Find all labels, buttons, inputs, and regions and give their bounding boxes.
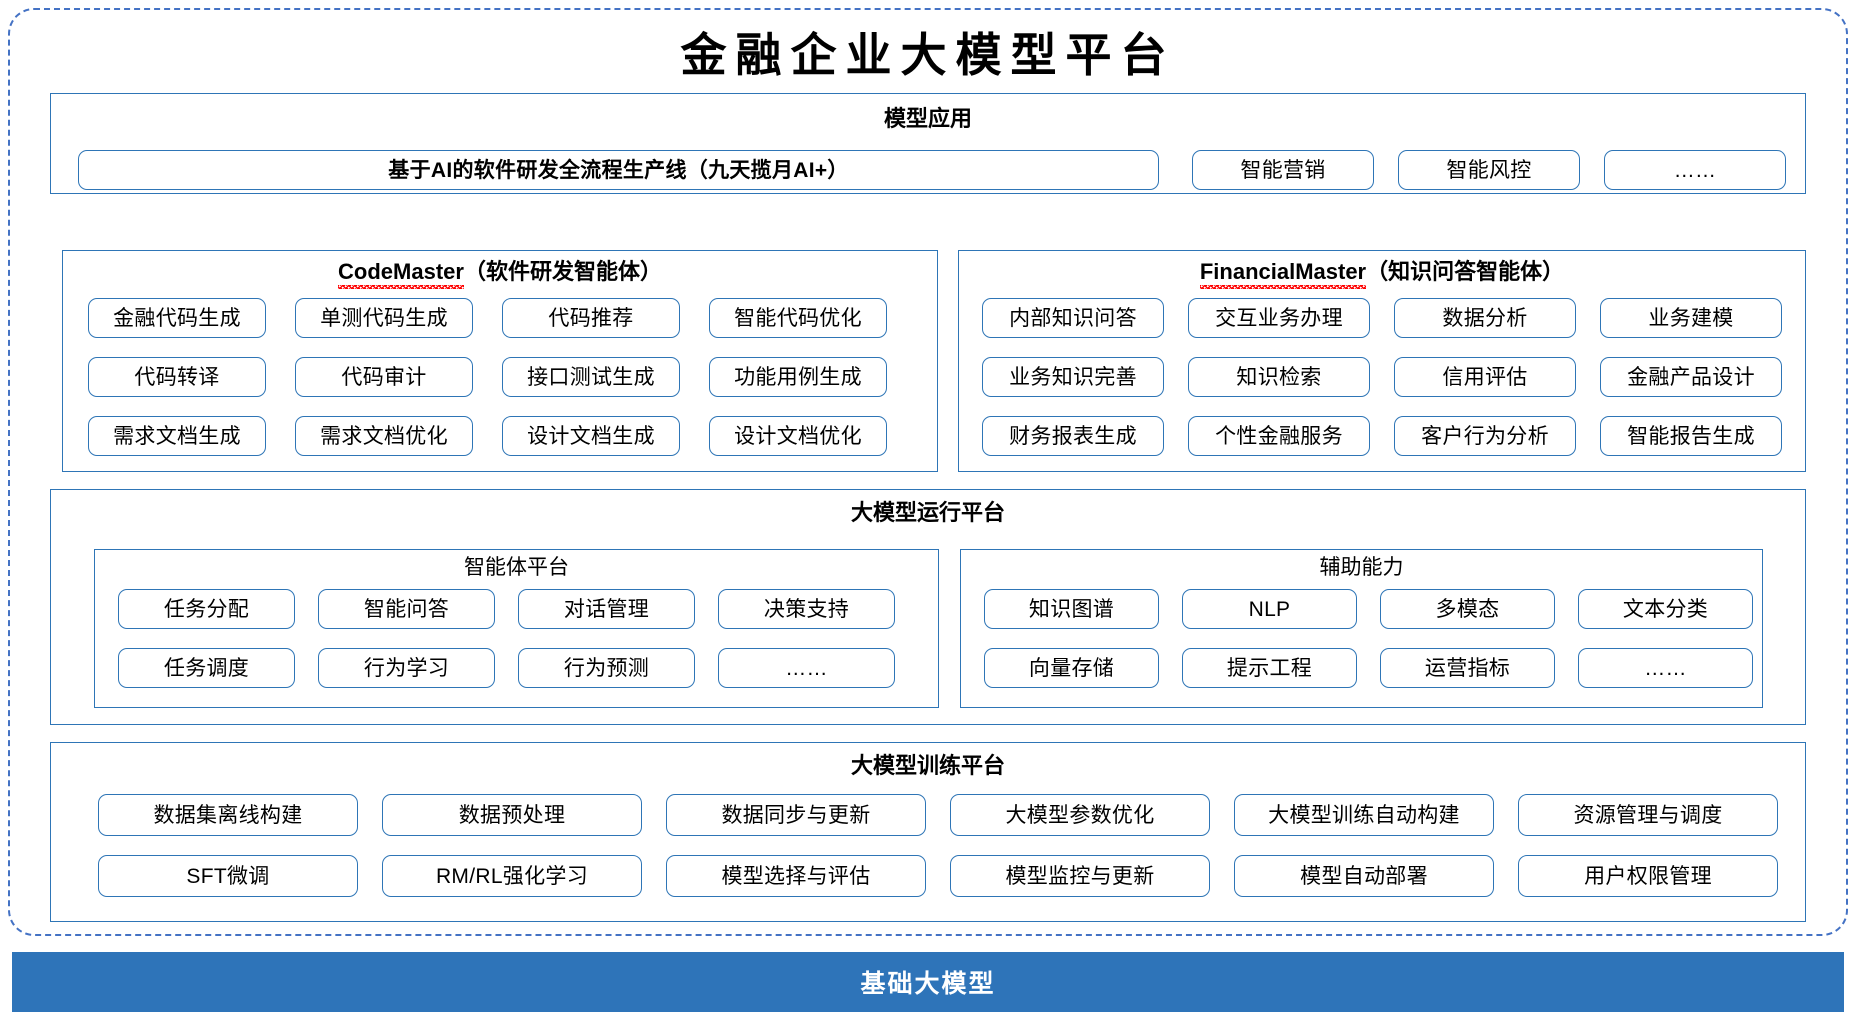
chip-cm-10[interactable]: 设计文档生成: [502, 416, 680, 456]
chip-tp-10[interactable]: 模型自动部署: [1234, 855, 1494, 897]
chip-ap-2[interactable]: 对话管理: [518, 589, 695, 629]
chip-fm-7[interactable]: 金融产品设计: [1600, 357, 1782, 397]
chip-tp-4[interactable]: 大模型训练自动构建: [1234, 794, 1494, 836]
chip-aux-5[interactable]: 提示工程: [1182, 648, 1357, 688]
chip-aux-3[interactable]: 文本分类: [1578, 589, 1753, 629]
panel-training-platform-title: 大模型训练平台: [850, 753, 1005, 778]
code-master-name: CodeMaster: [338, 257, 464, 289]
financial-master-name: FinancialMaster: [1199, 257, 1367, 289]
panel-agent-platform-title: 智能体平台: [464, 556, 569, 579]
outer-dashed-frame: [8, 8, 1848, 936]
chip-tp-0[interactable]: 数据集离线构建: [98, 794, 358, 836]
code-master-subtitle: （软件研发智能体）: [463, 259, 662, 284]
chip-ap-6[interactable]: 行为预测: [518, 648, 695, 688]
chip-ap-3[interactable]: 决策支持: [718, 589, 895, 629]
chip-ap-7[interactable]: ……: [718, 648, 895, 688]
panel-financial-master-title: FinancialMaster（知识问答智能体）: [959, 257, 1805, 289]
chip-cm-7[interactable]: 功能用例生成: [709, 357, 887, 397]
panel-model-application-title: 模型应用: [883, 106, 972, 131]
chip-model-application-more[interactable]: ……: [1604, 150, 1786, 190]
panel-runtime-platform-title: 大模型运行平台: [850, 500, 1005, 525]
chip-tp-6[interactable]: SFT微调: [98, 855, 358, 897]
chip-aux-1[interactable]: NLP: [1182, 589, 1357, 629]
chip-ap-1[interactable]: 智能问答: [318, 589, 495, 629]
chip-fm-11[interactable]: 智能报告生成: [1600, 416, 1782, 456]
chip-tp-3[interactable]: 大模型参数优化: [950, 794, 1210, 836]
chip-cm-5[interactable]: 代码审计: [295, 357, 473, 397]
chip-tp-2[interactable]: 数据同步与更新: [666, 794, 926, 836]
chip-ai-devops-pipeline[interactable]: 基于AI的软件研发全流程生产线（九天揽月AI+）: [78, 150, 1159, 190]
page-title: 金融企业大模型平台: [680, 30, 1176, 81]
chip-intelligent-risk-control[interactable]: 智能风控: [1398, 150, 1580, 190]
chip-cm-11[interactable]: 设计文档优化: [709, 416, 887, 456]
chip-aux-7[interactable]: ……: [1578, 648, 1753, 688]
chip-fm-10[interactable]: 客户行为分析: [1394, 416, 1576, 456]
foundation-model-label: 基础大模型: [860, 970, 996, 998]
chip-fm-5[interactable]: 知识检索: [1188, 357, 1370, 397]
chip-ap-5[interactable]: 行为学习: [318, 648, 495, 688]
chip-tp-1[interactable]: 数据预处理: [382, 794, 642, 836]
chip-aux-2[interactable]: 多模态: [1380, 589, 1555, 629]
chip-tp-8[interactable]: 模型选择与评估: [666, 855, 926, 897]
chip-aux-0[interactable]: 知识图谱: [984, 589, 1159, 629]
panel-auxiliary-capability-title: 辅助能力: [1319, 556, 1404, 579]
chip-cm-4[interactable]: 代码转译: [88, 357, 266, 397]
chip-cm-0[interactable]: 金融代码生成: [88, 298, 266, 338]
chip-aux-6[interactable]: 运营指标: [1380, 648, 1555, 688]
chip-fm-1[interactable]: 交互业务办理: [1188, 298, 1370, 338]
chip-cm-1[interactable]: 单测代码生成: [295, 298, 473, 338]
chip-tp-11[interactable]: 用户权限管理: [1518, 855, 1778, 897]
chip-tp-9[interactable]: 模型监控与更新: [950, 855, 1210, 897]
chip-fm-0[interactable]: 内部知识问答: [982, 298, 1164, 338]
chip-fm-3[interactable]: 业务建模: [1600, 298, 1782, 338]
foundation-model-bar: 基础大模型: [12, 952, 1844, 1012]
chip-fm-6[interactable]: 信用评估: [1394, 357, 1576, 397]
chip-ap-0[interactable]: 任务分配: [118, 589, 295, 629]
panel-code-master-title: CodeMaster（软件研发智能体）: [63, 257, 937, 289]
chip-fm-2[interactable]: 数据分析: [1394, 298, 1576, 338]
chip-aux-4[interactable]: 向量存储: [984, 648, 1159, 688]
chip-cm-2[interactable]: 代码推荐: [502, 298, 680, 338]
chip-intelligent-marketing[interactable]: 智能营销: [1192, 150, 1374, 190]
chip-fm-8[interactable]: 财务报表生成: [982, 416, 1164, 456]
chip-cm-6[interactable]: 接口测试生成: [502, 357, 680, 397]
financial-master-subtitle: （知识问答智能体）: [1366, 259, 1565, 284]
chip-cm-8[interactable]: 需求文档生成: [88, 416, 266, 456]
chip-tp-5[interactable]: 资源管理与调度: [1518, 794, 1778, 836]
chip-ap-4[interactable]: 任务调度: [118, 648, 295, 688]
chip-fm-9[interactable]: 个性金融服务: [1188, 416, 1370, 456]
chip-cm-3[interactable]: 智能代码优化: [709, 298, 887, 338]
chip-tp-7[interactable]: RM/RL强化学习: [382, 855, 642, 897]
chip-fm-4[interactable]: 业务知识完善: [982, 357, 1164, 397]
chip-cm-9[interactable]: 需求文档优化: [295, 416, 473, 456]
